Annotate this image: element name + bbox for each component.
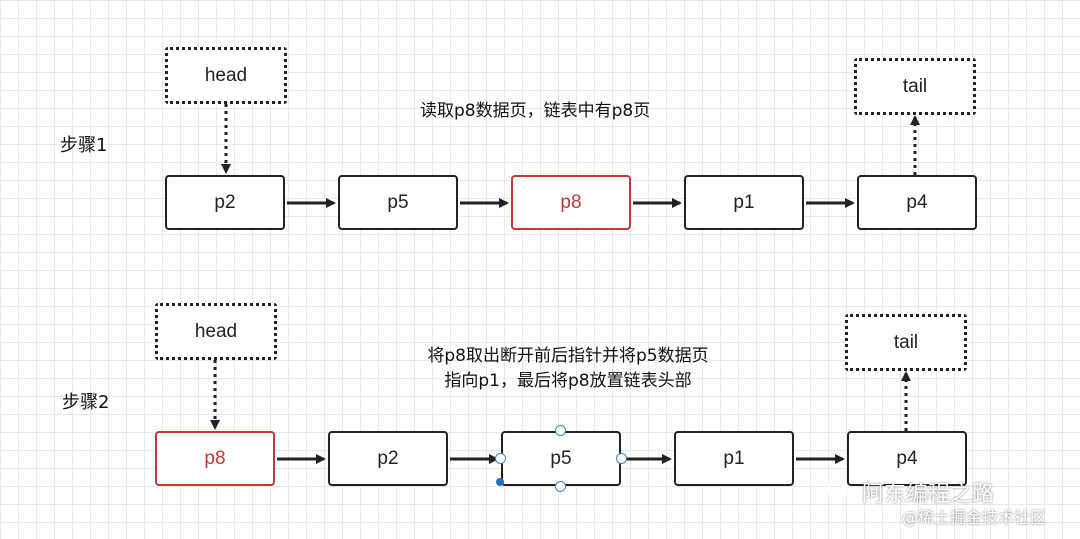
step2-head-label: head	[194, 320, 238, 342]
wechat-icon	[826, 479, 856, 507]
step2-node-4[interactable]: p1	[674, 431, 794, 486]
step1-node-2[interactable]: p5	[338, 175, 458, 230]
watermark-line2: @稀土掘金技术社区	[902, 508, 1047, 527]
node-label: p2	[377, 447, 399, 469]
watermark-line1: 阿东编程之路	[862, 482, 995, 507]
watermark-title: 阿东编程之路	[826, 476, 994, 508]
resize-handle-bottom[interactable]	[555, 481, 566, 492]
node-label: p1	[733, 191, 755, 213]
node-label: p1	[723, 447, 745, 469]
step2-node-2[interactable]: p2	[328, 431, 448, 486]
node-label: p4	[906, 191, 928, 213]
step2-label: 步骤2	[62, 392, 110, 413]
resize-handle-right[interactable]	[616, 453, 627, 464]
step2-caption-line2: 指向p1，最后将p8放置链表头部	[444, 371, 692, 391]
step2-node-1-highlighted[interactable]: p8	[155, 431, 275, 486]
step2-node-5[interactable]: p4	[847, 431, 967, 486]
step2-tail-node[interactable]: tail	[845, 314, 967, 371]
step1-tail-node[interactable]: tail	[854, 58, 976, 115]
node-label: p5	[387, 191, 409, 213]
step2-tail-label: tail	[893, 331, 919, 353]
node-label: p4	[896, 447, 918, 469]
step2-caption: 将p8取出断开前后指针并将p5数据页 指向p1，最后将p8放置链表头部	[388, 344, 748, 394]
step1-label: 步骤1	[60, 135, 108, 156]
step2-node-3-selected[interactable]: p5	[501, 431, 621, 486]
node-label: p5	[550, 447, 572, 469]
step1-head-node[interactable]: head	[165, 47, 287, 104]
resize-handle-top[interactable]	[555, 425, 566, 436]
step1-node-1[interactable]: p2	[165, 175, 285, 230]
step1-node-4[interactable]: p1	[684, 175, 804, 230]
step1-node-5[interactable]: p4	[857, 175, 977, 230]
node-label: p8	[204, 447, 226, 469]
step1-caption: 读取p8数据页，链表中有p8页	[420, 101, 651, 121]
step1-tail-label: tail	[902, 75, 928, 97]
node-label: p8	[560, 191, 582, 213]
step2-head-node[interactable]: head	[155, 303, 277, 360]
step1-node-3-highlighted[interactable]: p8	[511, 175, 631, 230]
resize-handle-corner[interactable]	[496, 478, 504, 486]
resize-handle-left[interactable]	[495, 453, 506, 464]
step1-head-label: head	[204, 64, 248, 86]
node-label: p2	[214, 191, 236, 213]
step2-caption-line1: 将p8取出断开前后指针并将p5数据页	[427, 346, 709, 366]
